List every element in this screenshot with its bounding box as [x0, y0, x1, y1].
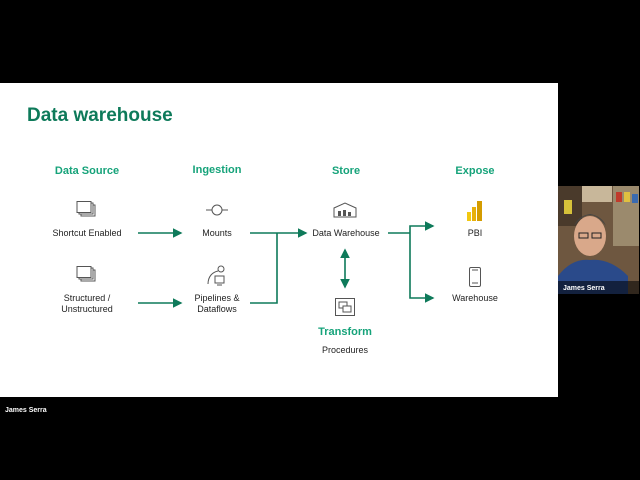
- transform-icon: [335, 298, 355, 316]
- data-warehouse-icon: [333, 202, 357, 218]
- heading-transform: Transform: [318, 326, 372, 338]
- mounts-icon: [206, 204, 228, 216]
- node-data-warehouse: Data Warehouse: [312, 228, 380, 238]
- node-mounts: Mounts: [202, 228, 232, 238]
- shortcut-files-icon: [76, 201, 96, 217]
- node-pipelines: Pipelines & Dataflows: [162, 293, 272, 315]
- presentation-slide: Data warehouse Data Source Ingestion Sto…: [0, 83, 558, 397]
- heading-expose: Expose: [455, 165, 495, 177]
- structured-files-icon: [76, 266, 96, 282]
- node-procedures: Procedures: [321, 345, 369, 355]
- slide-title: Data warehouse: [27, 105, 173, 126]
- node-structured: Structured / Unstructured: [32, 293, 142, 315]
- warehouse-device-icon: [469, 267, 481, 287]
- node-shortcut-enabled: Shortcut Enabled: [52, 228, 122, 238]
- node-structured-line1: Structured /: [63, 293, 111, 303]
- heading-ingestion: Ingestion: [192, 164, 242, 176]
- speaker-video-frame: [558, 186, 639, 294]
- node-warehouse: Warehouse: [452, 293, 498, 303]
- node-pipelines-line2: Dataflows: [197, 304, 237, 314]
- arrow-to-pbi: [409, 221, 435, 233]
- pipelines-icon: [207, 265, 225, 286]
- speaker-video-tile[interactable]: James Serra: [558, 186, 639, 294]
- arrow-to-warehouse: [409, 233, 435, 303]
- active-speaker-label: James Serra: [5, 407, 47, 414]
- node-pbi: PBI: [467, 228, 483, 238]
- speaker-name-label: James Serra: [563, 285, 605, 292]
- flow-connectors: [138, 221, 435, 308]
- heading-data-source: Data Source: [54, 165, 120, 177]
- node-pipelines-line1: Pipelines &: [194, 293, 240, 303]
- power-bi-icon: [467, 201, 482, 221]
- speaker-name-overlay: [558, 281, 639, 294]
- node-structured-line2: Unstructured: [61, 304, 113, 314]
- heading-store: Store: [331, 165, 361, 177]
- arrow-pipelines-join: [250, 233, 278, 304]
